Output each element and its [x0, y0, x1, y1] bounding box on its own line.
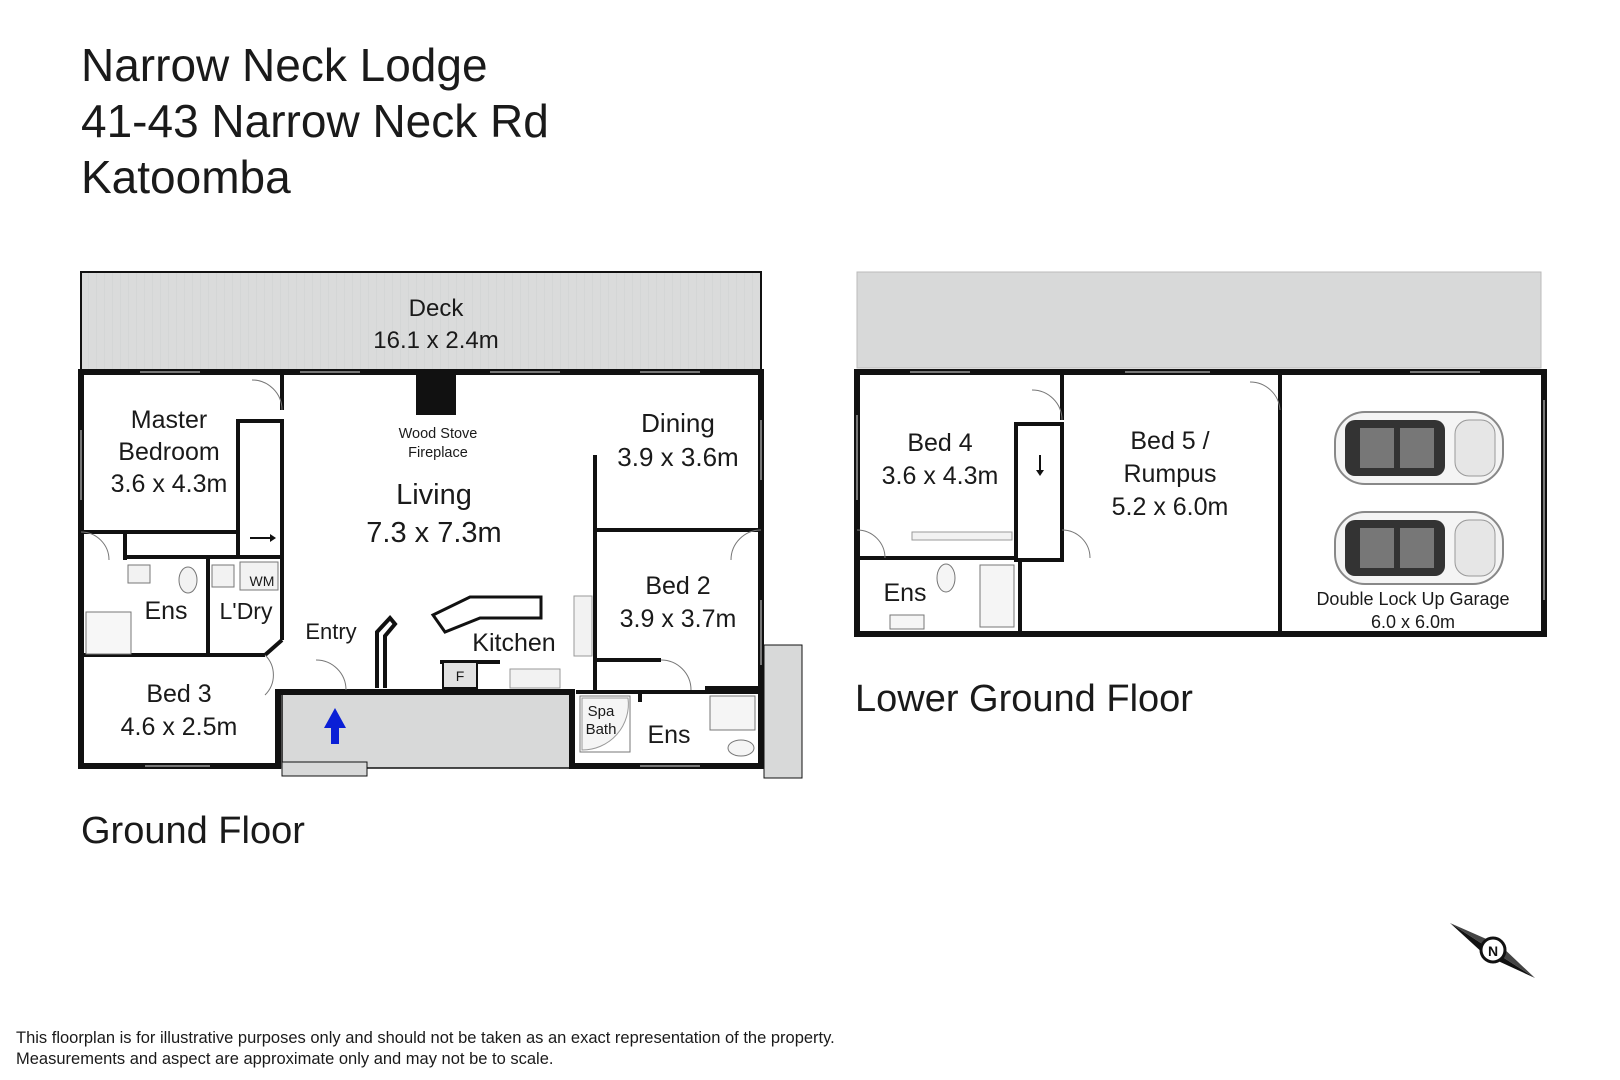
car-icon [1334, 511, 1504, 585]
entry-porch [281, 693, 573, 769]
bed4-label: Bed 4 [907, 429, 972, 457]
deck-area [80, 271, 762, 371]
spa-label-2: Bath [586, 721, 617, 738]
deck-label: Deck [409, 295, 465, 322]
property-suburb: Katoomba [81, 151, 291, 203]
compass-n-label: N [1488, 943, 1498, 959]
bed3-size: 4.6 x 2.5m [121, 713, 238, 741]
living-label: Living [396, 479, 472, 511]
entry-label: Entry [305, 619, 356, 644]
property-name: Narrow Neck Lodge [81, 39, 488, 91]
garage-size: 6.0 x 6.0m [1371, 612, 1455, 632]
ens1-label: Ens [144, 597, 187, 625]
wood-stove-icon [416, 375, 456, 415]
car-icon [1334, 411, 1504, 485]
disclaimer-line-1: This floorplan is for illustrative purpo… [16, 1029, 835, 1047]
side-patio [763, 644, 803, 779]
bed4-size: 3.6 x 4.3m [882, 462, 999, 490]
wm-label: WM [250, 573, 275, 589]
dining-label: Dining [641, 408, 715, 438]
master-size: 3.6 x 4.3m [111, 470, 228, 498]
wood-stove-label-1: Wood Stove [399, 426, 478, 442]
disclaimer-line-2: Measurements and aspect are approximate … [16, 1050, 554, 1068]
wood-stove-label-2: Fireplace [408, 445, 468, 461]
master-label-1: Master [131, 406, 207, 434]
garage-label: Double Lock Up Garage [1316, 589, 1509, 609]
ldry-label: L'Dry [220, 598, 273, 624]
kitchen-label: Kitchen [472, 629, 555, 657]
master-label-2: Bedroom [118, 438, 219, 466]
deck-size: 16.1 x 2.4m [373, 327, 498, 354]
dining-size: 3.9 x 3.6m [617, 442, 738, 472]
living-size: 7.3 x 7.3m [366, 517, 501, 549]
fridge-label: F [456, 668, 465, 684]
kitchen-island [430, 595, 543, 634]
lower-ground-floor-plan [854, 271, 1547, 637]
ens3-label: Ens [883, 579, 926, 607]
entry-arrow-icon [324, 708, 346, 744]
property-address: 41-43 Narrow Neck Rd [81, 95, 549, 147]
bed3-label: Bed 3 [146, 680, 211, 708]
bed5-label-2: Rumpus [1123, 460, 1216, 488]
bed2-size: 3.9 x 3.7m [620, 605, 737, 633]
disclaimer: This floorplan is for illustrative purpo… [16, 1028, 835, 1070]
bed5-label-1: Bed 5 / [1130, 427, 1209, 455]
ground-floor-label: Ground Floor [81, 810, 305, 852]
bed5-size: 5.2 x 6.0m [1112, 493, 1229, 521]
spa-label-1: Spa [588, 703, 615, 720]
bed2-label: Bed 2 [645, 572, 710, 600]
ground-floor-plan [78, 271, 803, 779]
lower-ground-floor-label: Lower Ground Floor [855, 678, 1193, 720]
compass-rose-icon: N [1450, 923, 1535, 978]
ens2-label: Ens [647, 721, 690, 749]
lower-deck-area [856, 271, 1542, 369]
